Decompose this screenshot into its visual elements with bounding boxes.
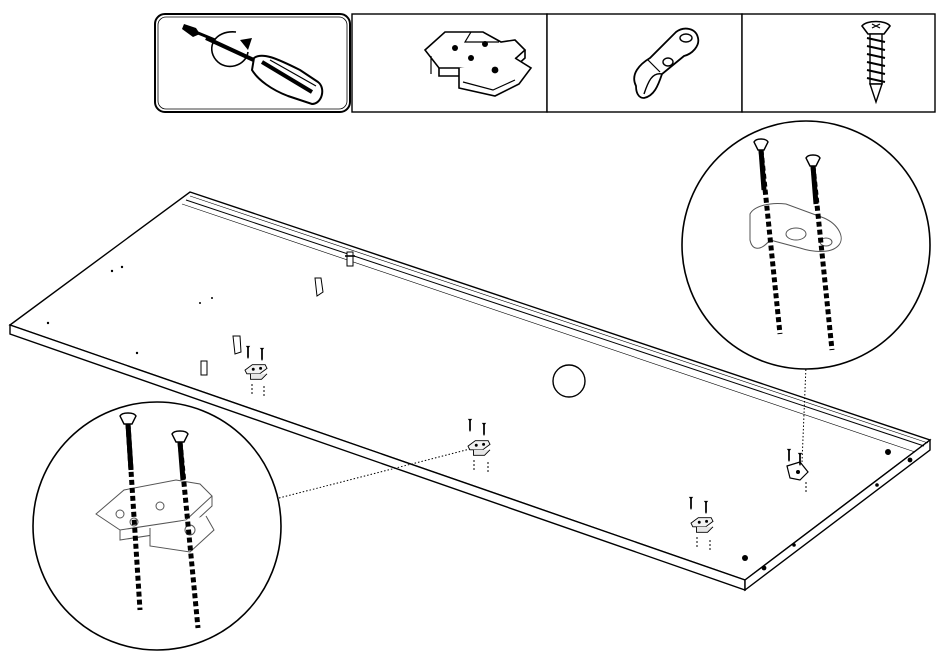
fitting-peg-left xyxy=(201,361,207,375)
screwdriver-cell xyxy=(155,14,350,112)
detail-clip xyxy=(682,121,930,369)
screw-cell xyxy=(742,14,935,112)
detail-hinge xyxy=(33,402,281,650)
cable-hole xyxy=(553,365,585,397)
fitting-clip-left xyxy=(315,278,323,296)
parts-strip xyxy=(155,14,935,112)
shelf-clip-cell xyxy=(547,14,742,112)
fitting-clip-left2 xyxy=(233,336,241,354)
hinge-bracket-cell xyxy=(352,14,547,112)
fitting-peg-back xyxy=(345,252,355,266)
